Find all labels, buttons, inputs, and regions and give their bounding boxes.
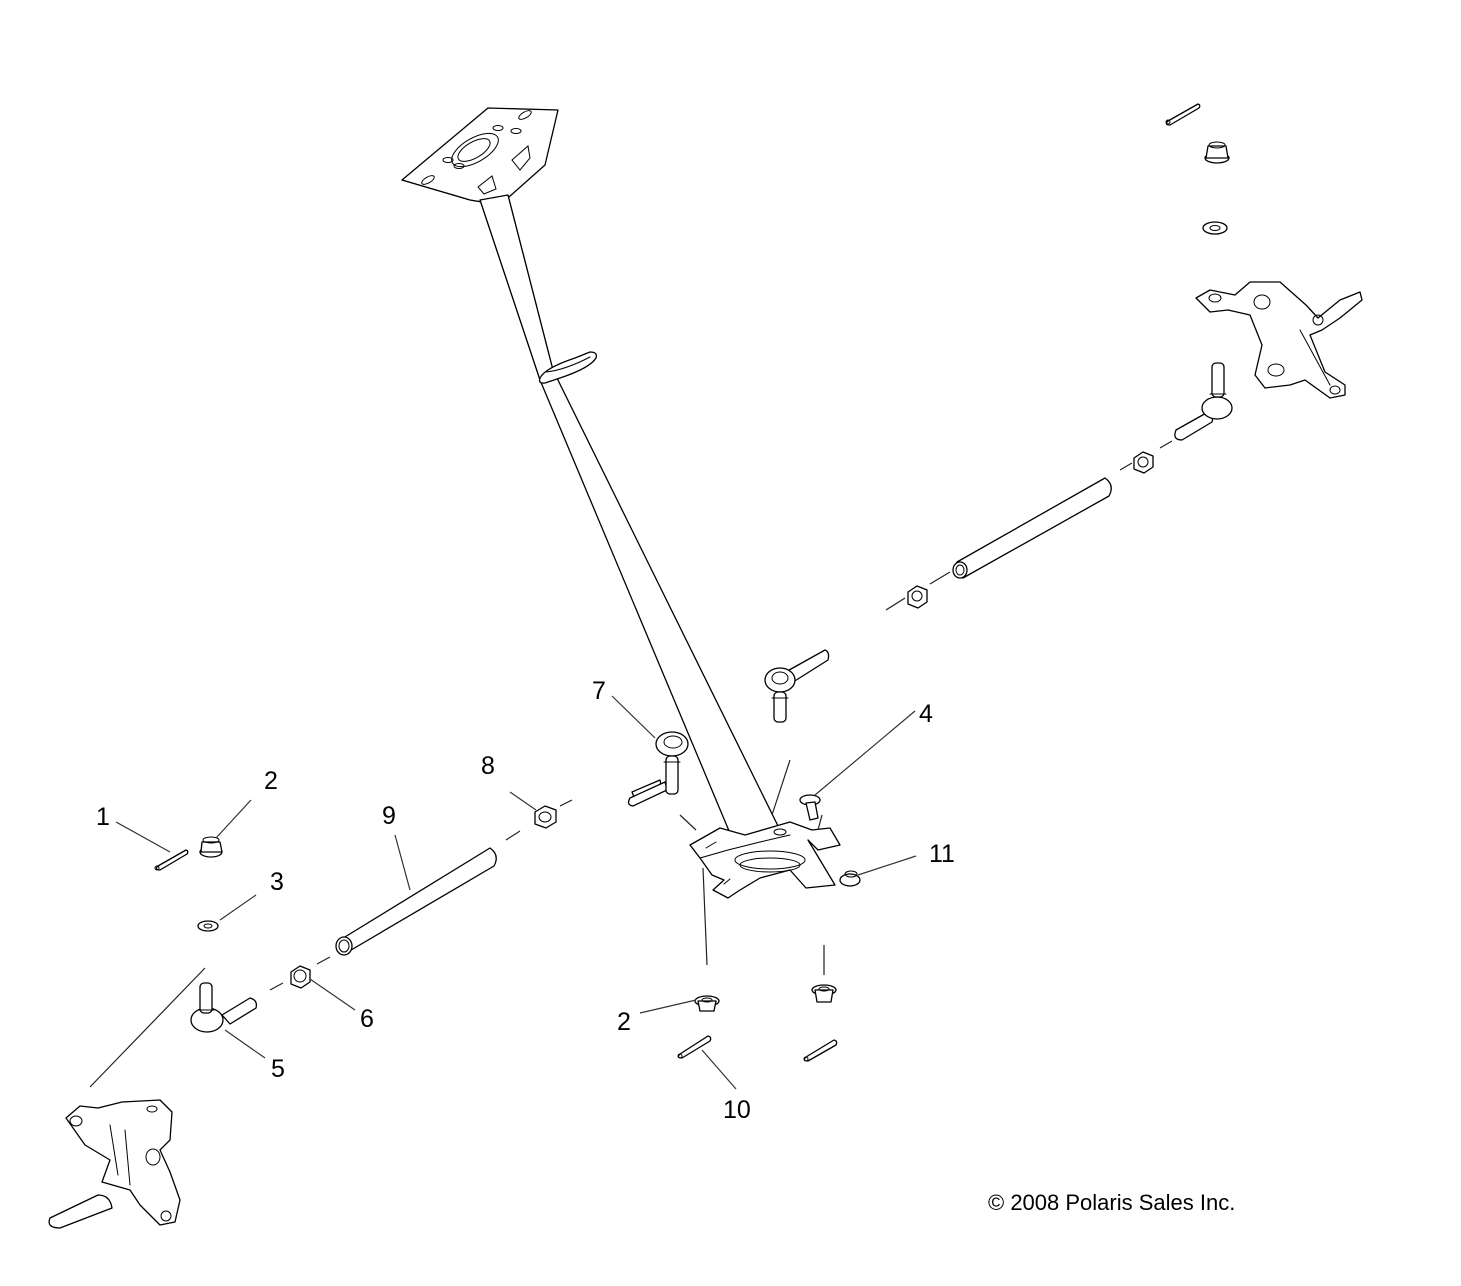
right-jam-nut-upper bbox=[1133, 451, 1154, 474]
callout-2-lower: 2 bbox=[617, 1008, 631, 1036]
callout-5: 5 bbox=[271, 1055, 285, 1083]
callout-10: 10 bbox=[723, 1096, 751, 1124]
leader-1 bbox=[115, 821, 171, 853]
leader-11 bbox=[857, 855, 917, 876]
castle-nut-right-lower bbox=[811, 984, 837, 1003]
flange-nut-11 bbox=[839, 870, 861, 887]
leader-10 bbox=[701, 1049, 737, 1090]
right-tie-rod-end bbox=[1174, 362, 1233, 441]
left-steering-knuckle bbox=[48, 1099, 181, 1229]
right-spindle-hardware bbox=[1165, 103, 1230, 235]
copyright-notice: © 2008 Polaris Sales Inc. bbox=[988, 1190, 1236, 1215]
right-jam-nut-lower bbox=[907, 585, 928, 609]
leader-6 bbox=[309, 978, 356, 1011]
castle-nut-2 bbox=[199, 836, 223, 858]
jam-nut-8 bbox=[534, 805, 557, 829]
cotter-pin-10 bbox=[677, 1035, 712, 1059]
callout-6: 6 bbox=[360, 1005, 374, 1033]
leader-8 bbox=[509, 791, 537, 811]
center-tie-rod-end bbox=[764, 649, 830, 723]
callout-4: 4 bbox=[919, 700, 933, 728]
callout-3: 3 bbox=[270, 868, 284, 896]
callout-1: 1 bbox=[96, 803, 110, 831]
steering-column bbox=[401, 107, 781, 839]
leader-5 bbox=[224, 1029, 266, 1059]
callout-7: 7 bbox=[592, 677, 606, 705]
castle-nut-2-lower bbox=[694, 995, 720, 1012]
tie-rod-tube-9 bbox=[335, 847, 497, 956]
callout-8: 8 bbox=[481, 752, 495, 780]
callout-9: 9 bbox=[382, 802, 396, 830]
right-castle-nut bbox=[1204, 141, 1230, 164]
right-steering-knuckle bbox=[1195, 281, 1363, 399]
right-washer bbox=[1202, 221, 1228, 235]
callout-11: 11 bbox=[929, 840, 955, 868]
tie-rod-end-5 bbox=[190, 982, 258, 1033]
steering-pivot-bracket bbox=[679, 759, 841, 975]
cotter-pin-1 bbox=[154, 849, 189, 871]
cotter-pin-right-lower bbox=[803, 1039, 838, 1062]
washer-3 bbox=[197, 920, 219, 932]
right-tie-rod-assembly bbox=[885, 362, 1233, 611]
left-spindle-hardware bbox=[154, 836, 223, 932]
bolt-4 bbox=[799, 794, 821, 821]
leader-4 bbox=[814, 710, 916, 796]
jam-nut-6 bbox=[290, 965, 311, 989]
callout-2: 2 bbox=[264, 767, 278, 795]
leader-2a bbox=[215, 799, 252, 839]
leader-9 bbox=[394, 834, 411, 891]
left-tie-rod-assembly bbox=[89, 731, 689, 1088]
callout-labels: 1 2 3 4 5 6 7 8 9 2 10 11 bbox=[96, 677, 955, 1124]
right-tie-rod-tube bbox=[952, 477, 1112, 579]
leader-3 bbox=[219, 894, 257, 921]
leader-lines bbox=[115, 695, 917, 1090]
leader-7 bbox=[611, 695, 656, 739]
right-cotter-pin bbox=[1165, 103, 1201, 126]
lower-hardware bbox=[677, 794, 861, 1062]
leader-2b bbox=[639, 999, 697, 1014]
